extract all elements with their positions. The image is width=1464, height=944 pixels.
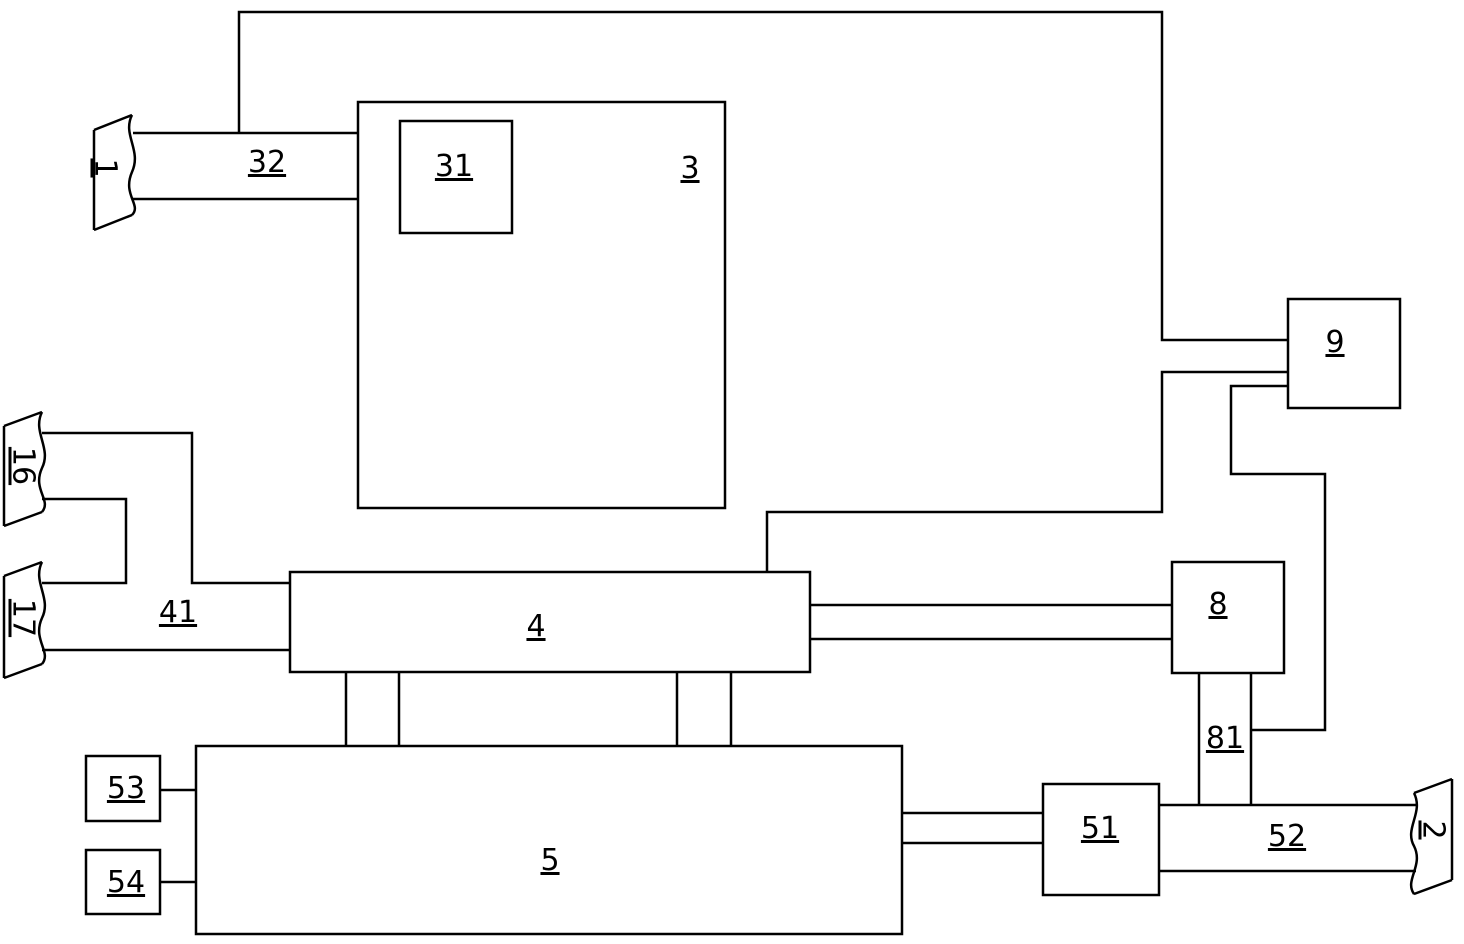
pipe-32-label: 32 <box>248 145 286 180</box>
pipe-52-label: 52 <box>1268 819 1306 854</box>
block-3-label: 3 <box>680 151 699 186</box>
block-53: 53 <box>84 754 162 823</box>
block-5: 5 <box>194 744 904 936</box>
block-9: 9 <box>1286 297 1402 410</box>
block-51: 51 <box>1041 782 1161 897</box>
block-8: 8 <box>1170 560 1286 675</box>
block-54: 54 <box>84 848 162 916</box>
block-5-label: 5 <box>540 843 559 878</box>
block-4: 4 <box>288 570 812 674</box>
block-3: 3 <box>356 100 727 510</box>
port-1: 1 <box>88 113 137 232</box>
block-4-label: 4 <box>526 609 545 644</box>
top-loop-line <box>237 10 1288 342</box>
block-54-label: 54 <box>107 865 145 900</box>
block-53-label: 53 <box>107 771 145 806</box>
port-16-label: 16 <box>6 447 41 485</box>
port-17-label: 17 <box>6 599 41 637</box>
port-2-label: 2 <box>1416 820 1451 839</box>
port16-to-block4-line <box>42 431 290 585</box>
port-16: 16 <box>2 410 47 528</box>
block-31-label: 31 <box>435 149 473 184</box>
connections <box>42 10 1416 884</box>
block-51-label: 51 <box>1081 811 1119 846</box>
pipe-41-label: 41 <box>159 595 197 630</box>
port-2: 2 <box>1409 777 1454 896</box>
block-9-label: 9 <box>1325 325 1344 360</box>
port-17: 17 <box>2 560 47 680</box>
block-8-label: 8 <box>1208 587 1227 622</box>
block9-to-block4-line <box>765 370 1288 572</box>
port16-to-port17-line <box>42 497 128 585</box>
block-31: 31 <box>398 119 514 235</box>
block9-to-pipe81-line <box>1229 384 1327 732</box>
pipe-81-label: 81 <box>1206 721 1244 756</box>
port-1-label: 1 <box>88 158 123 177</box>
